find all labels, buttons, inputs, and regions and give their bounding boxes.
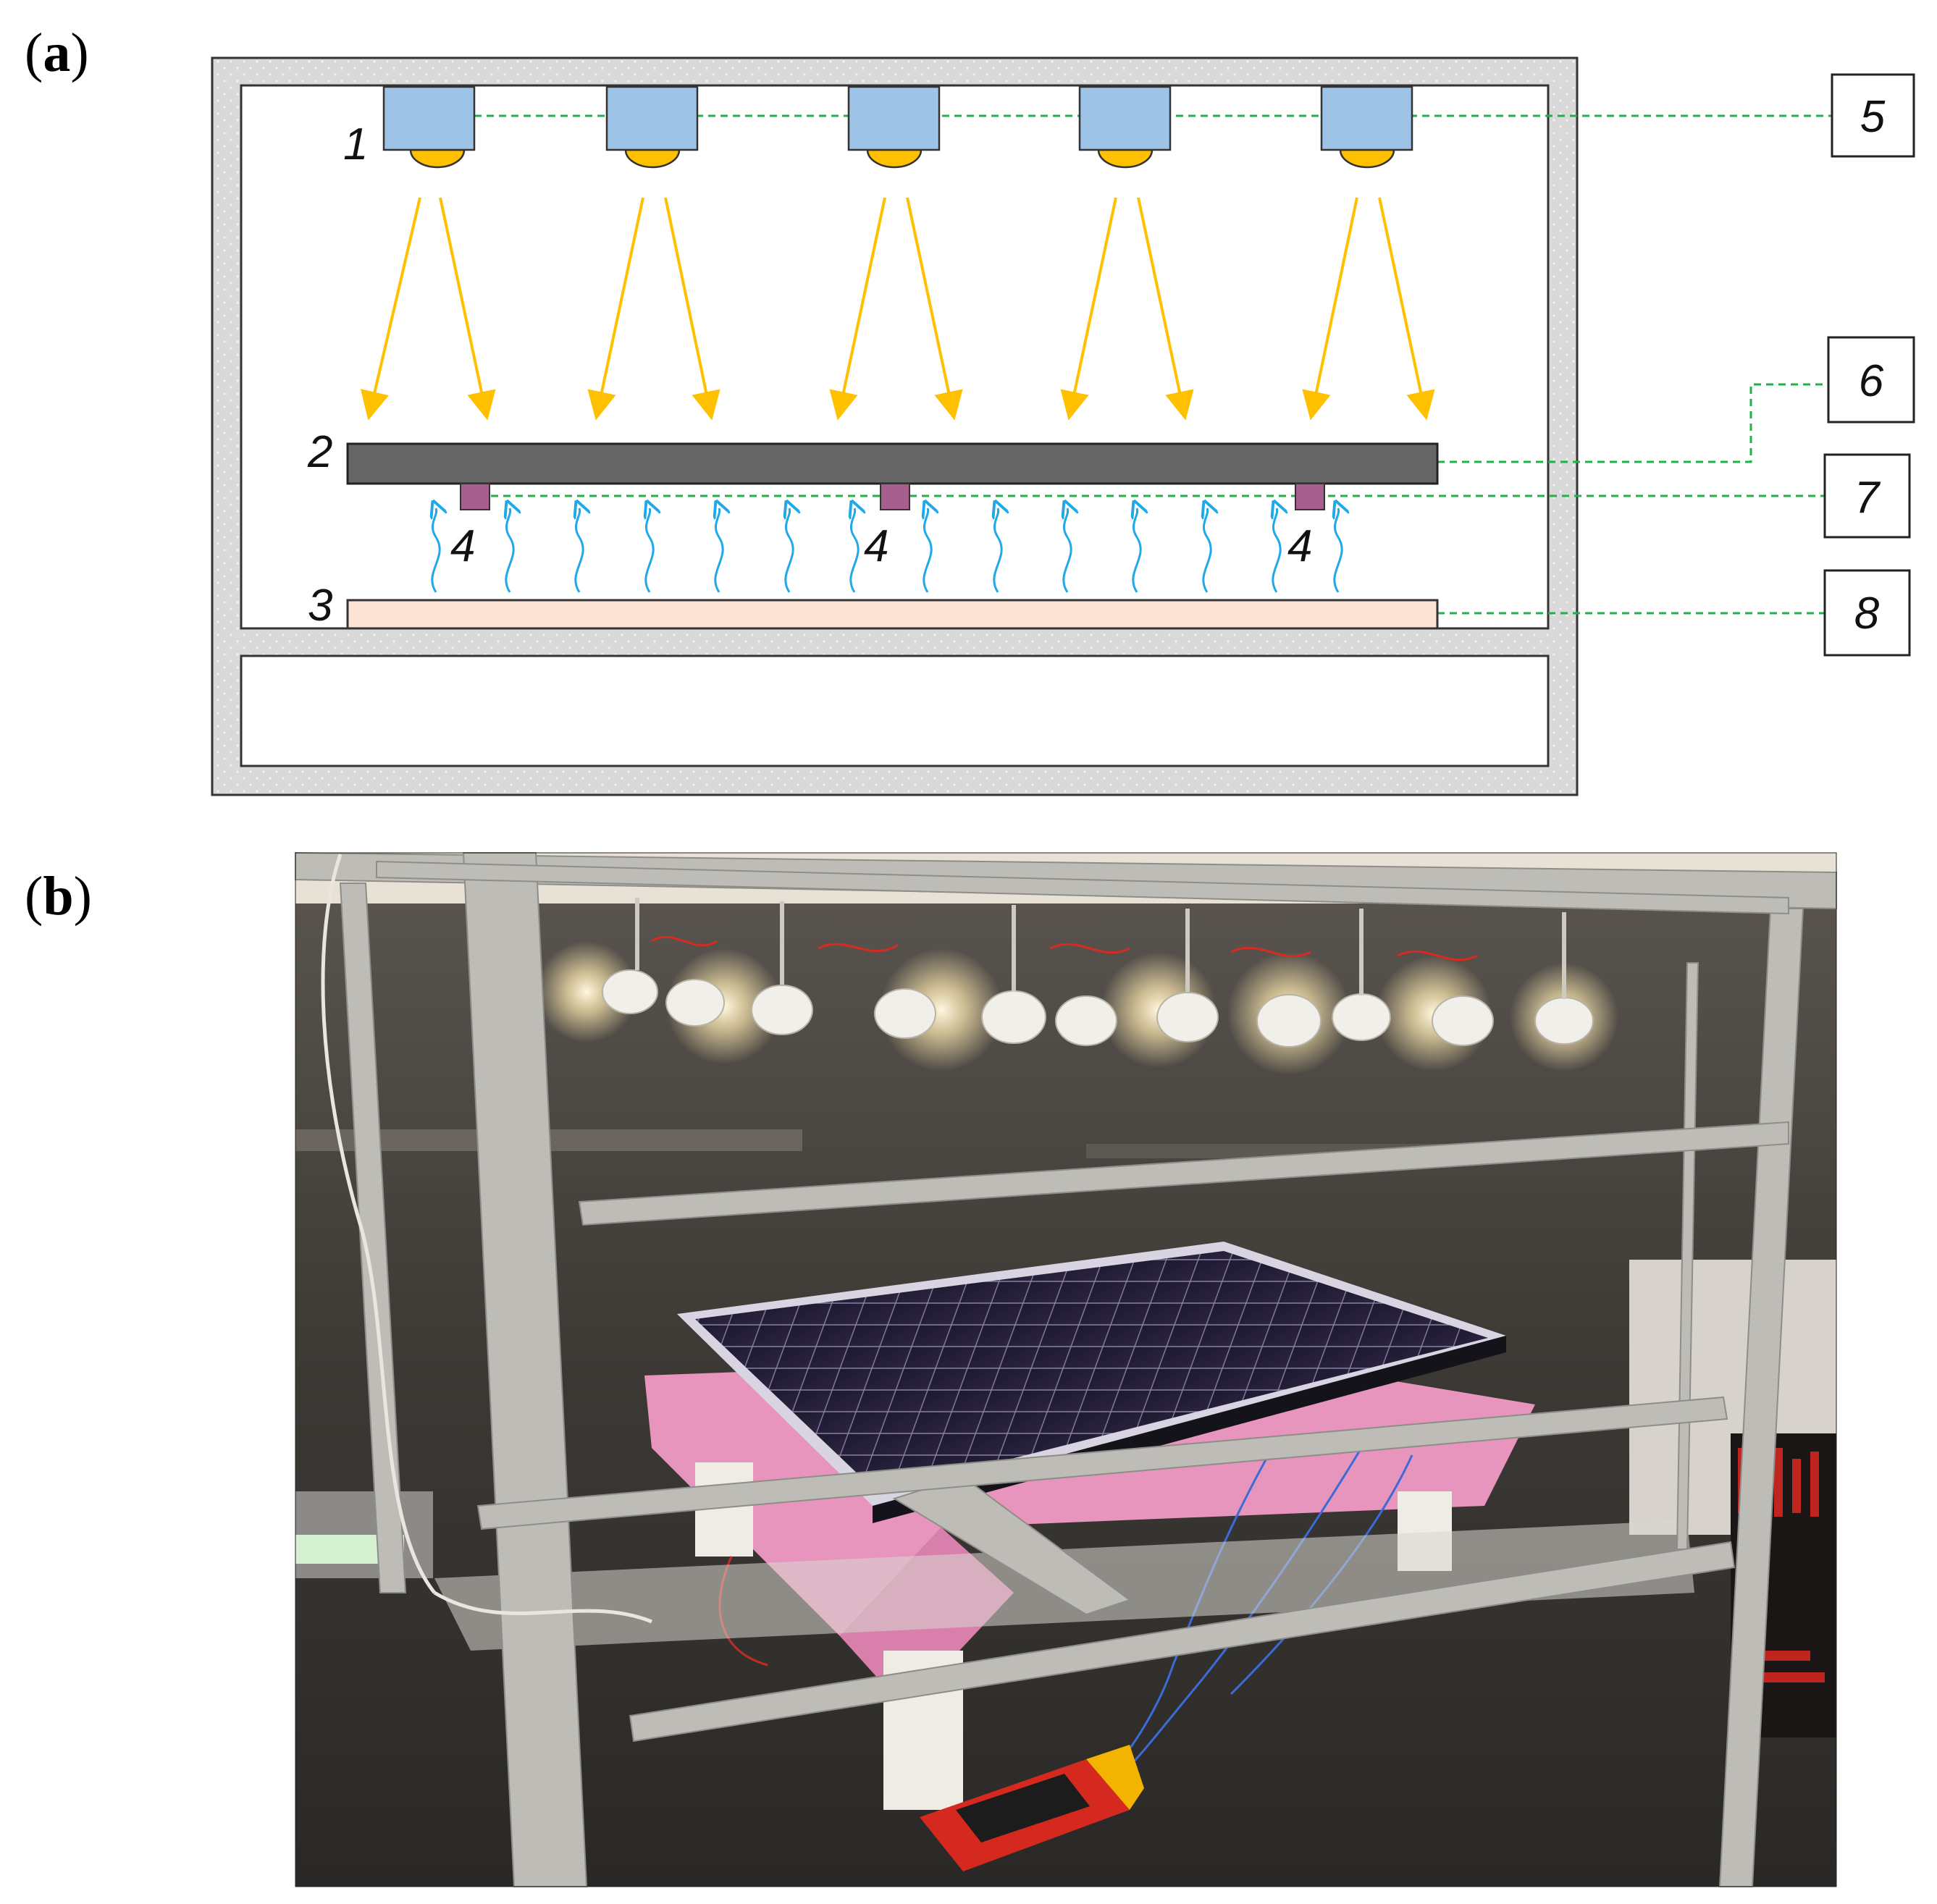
numbered-box: 7 xyxy=(1823,453,1911,539)
lamp xyxy=(1078,85,1172,169)
lamp-array xyxy=(382,85,1413,169)
label-base: 3 xyxy=(308,581,332,631)
enclosure xyxy=(211,56,1579,796)
label-panel: 2 xyxy=(307,427,332,477)
solar-panel xyxy=(677,1242,1506,1523)
lamp xyxy=(382,85,476,169)
numbered-box: 6 xyxy=(1827,336,1915,424)
panel-a-label: (a) xyxy=(25,22,89,83)
box-label: 5 xyxy=(1860,92,1886,142)
schematic-diagram: 1 2 4 4 4 3 5 6 7 8 xyxy=(211,56,1915,796)
lamp xyxy=(605,85,699,169)
label-lamp: 1 xyxy=(343,119,368,169)
base-plate xyxy=(346,599,1439,630)
lamp xyxy=(847,85,941,169)
panel-b-label: (b) xyxy=(25,866,92,927)
photo-scene xyxy=(295,851,1837,1887)
label-sensor: 4 xyxy=(864,521,888,571)
aluminum-frame xyxy=(295,851,1837,1887)
heat-waves xyxy=(432,508,1342,593)
label-sensor: 4 xyxy=(450,521,475,571)
numbered-box: 8 xyxy=(1823,569,1911,657)
photo-border xyxy=(295,852,1837,1887)
data-logger xyxy=(920,1745,1144,1871)
box-label: 7 xyxy=(1854,473,1881,523)
lamp-bank xyxy=(536,898,1618,1075)
light-rays xyxy=(360,197,1435,421)
lamp xyxy=(1320,85,1413,169)
box-label: 8 xyxy=(1854,589,1880,639)
temperature-sensors xyxy=(460,483,1325,510)
pv-panel xyxy=(346,442,1439,485)
numbered-box: 5 xyxy=(1831,73,1915,158)
label-sensor: 4 xyxy=(1287,521,1312,571)
box-label: 6 xyxy=(1859,356,1884,406)
